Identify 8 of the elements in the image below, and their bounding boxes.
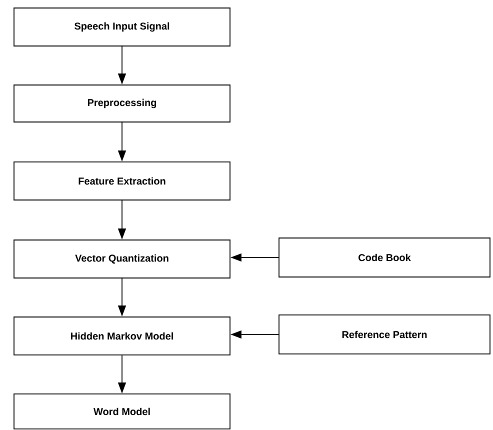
- process-box: Speech Input Signal: [14, 8, 230, 46]
- process-box: Hidden Markov Model: [14, 316, 230, 356]
- process-box: Reference Pattern: [278, 314, 490, 354]
- process-box: Preprocessing: [14, 84, 230, 122]
- process-box: Word Model: [14, 394, 230, 430]
- process-box: Feature Extraction: [14, 162, 230, 200]
- process-box: Vector Quantization: [14, 240, 230, 278]
- process-box: Code Book: [278, 238, 490, 278]
